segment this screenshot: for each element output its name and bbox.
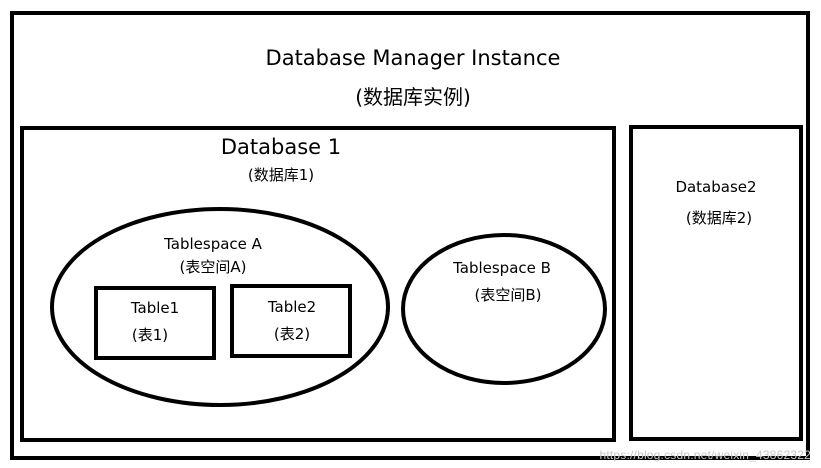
watermark: https://blog.csdn.net/weixin_43862322 <box>599 448 811 462</box>
tablespace-b-title: Tablespace B <box>453 259 551 277</box>
database2-title: Database2 <box>675 178 757 196</box>
instance-subtitle: (数据库实例) <box>355 85 471 109</box>
table1-title: Table1 <box>130 299 180 317</box>
instance-title: Database Manager Instance <box>265 46 561 70</box>
table1-subtitle: (表1) <box>131 326 169 344</box>
tablespace-b-ellipse <box>401 233 607 385</box>
database1-title: Database 1 <box>220 135 342 159</box>
database2-box <box>629 125 803 441</box>
tablespace-b-subtitle: (表空间B) <box>474 286 542 304</box>
database2-subtitle: (数据库2) <box>685 209 753 227</box>
database1-subtitle: (数据库1) <box>247 166 315 184</box>
tablespace-a-title: Tablespace A <box>164 235 262 253</box>
table2-title: Table2 <box>267 298 317 316</box>
table1-box <box>94 286 216 360</box>
tablespace-a-subtitle: (表空间A) <box>179 258 247 276</box>
table2-box <box>230 284 352 358</box>
table2-subtitle: (表2) <box>273 325 311 343</box>
tablespace-a-ellipse <box>50 207 390 407</box>
